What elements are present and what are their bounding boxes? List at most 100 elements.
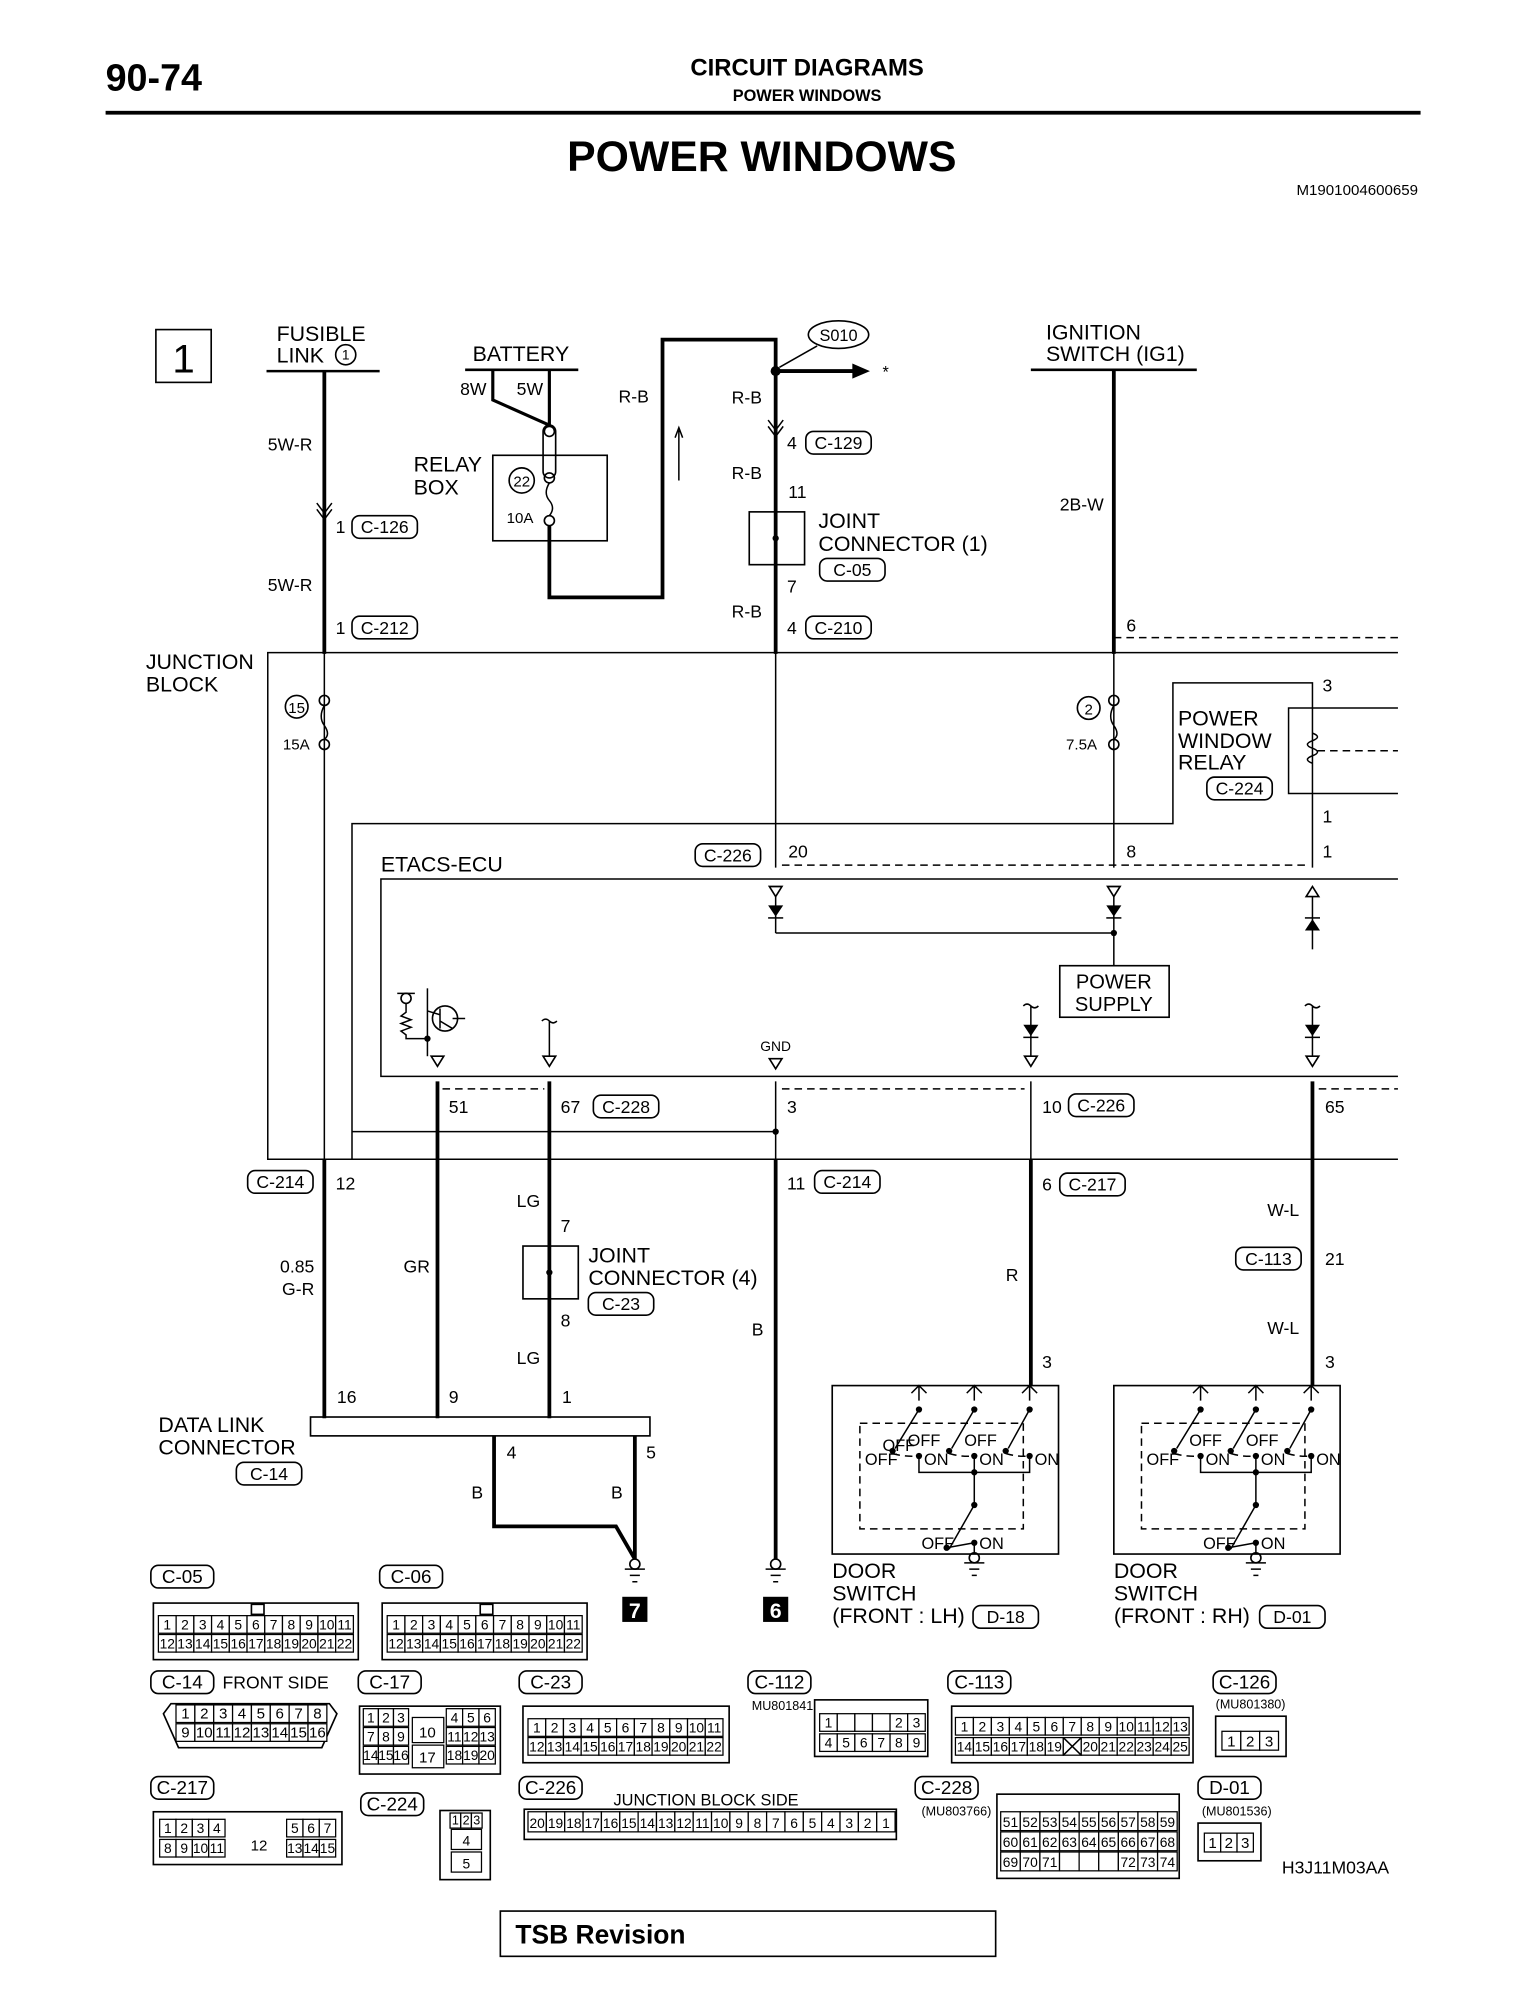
connector-tag xyxy=(150,1775,215,1801)
pin-label: 9 xyxy=(675,1720,683,1736)
pin-label: 2 xyxy=(979,1718,987,1734)
transistor-leads xyxy=(427,1008,466,1030)
door-switch-label: DOOR xyxy=(1114,1559,1178,1583)
pin-label: 2 xyxy=(895,1715,903,1731)
pin-label: 18 xyxy=(566,1815,582,1831)
pin-label: 1 xyxy=(1227,1733,1235,1750)
pin-label: 19 xyxy=(463,1747,479,1763)
pin-label: 63 xyxy=(1062,1834,1078,1850)
switch-state-label: ON xyxy=(924,1451,949,1469)
pin-label: 16 xyxy=(603,1815,619,1831)
wire-size: 0.85 xyxy=(280,1256,314,1276)
pin-number: 7 xyxy=(561,1216,571,1236)
pin-label: 13 xyxy=(1172,1718,1188,1734)
pin-label: 6 xyxy=(483,1710,491,1726)
connector-housing xyxy=(439,1809,492,1881)
fuse-rating: 7.5A xyxy=(1066,736,1098,753)
pin-label: 19 xyxy=(284,1635,300,1651)
pin-cell xyxy=(307,1704,328,1724)
connector-housing xyxy=(152,1810,343,1866)
pin-label: 70 xyxy=(1022,1854,1038,1870)
pin-label: 2 xyxy=(200,1706,208,1723)
pin-label: 4 xyxy=(213,1820,221,1836)
pin-label: 3 xyxy=(1241,1835,1249,1852)
part-number: (MU803766) xyxy=(921,1805,991,1819)
switch-state-label: ON xyxy=(979,1451,1004,1469)
pin-label: 13 xyxy=(658,1815,674,1831)
document-id: M1901004600659 xyxy=(1296,182,1418,199)
pin-label: 16 xyxy=(993,1738,1009,1754)
tsb-revision-label: TSB Revision xyxy=(515,1920,685,1950)
pin-label: 58 xyxy=(1140,1814,1156,1830)
pin-label: 6 xyxy=(622,1720,630,1736)
fuse-number-circle xyxy=(508,467,536,494)
pin-label: 1 xyxy=(181,1706,189,1723)
pin-label: 1 xyxy=(367,1710,375,1726)
pin-cell xyxy=(208,1818,226,1838)
wire-label: W-L xyxy=(1267,1200,1299,1220)
fuse-number: 22 xyxy=(513,474,530,491)
pin-label: 5 xyxy=(1032,1718,1040,1734)
pin-label: 74 xyxy=(1160,1854,1176,1870)
fuse-number-circle xyxy=(1076,695,1101,721)
pin-number: 3 xyxy=(1325,1352,1335,1372)
pin-cell xyxy=(318,1818,337,1838)
pin-label: 3 xyxy=(397,1710,405,1726)
power-supply-label: POWER xyxy=(1076,971,1152,993)
pin-number: 1 xyxy=(336,517,346,537)
pin-label: 20 xyxy=(529,1815,545,1831)
fuse-icon xyxy=(1109,705,1118,741)
connector-tag-c226 xyxy=(694,842,762,868)
junction-block-label: JUNCTION xyxy=(146,650,254,674)
pin-label: 9 xyxy=(397,1728,405,1744)
pin-label: 54 xyxy=(1062,1814,1078,1830)
pin-label: 57 xyxy=(1120,1814,1135,1830)
sheet-number: 1 xyxy=(172,336,194,381)
fusible-link-source: FUSIBLE LINK 1 xyxy=(266,322,380,373)
connector-id: C-23 xyxy=(602,1294,640,1314)
wire-label: LG xyxy=(517,1191,540,1211)
input-icon xyxy=(1304,1055,1321,1068)
pin-number: 9 xyxy=(449,1387,459,1407)
connector-tag xyxy=(518,1670,583,1695)
connector-id: C-224 xyxy=(1216,779,1264,799)
connector-id: C-05 xyxy=(833,560,871,580)
connector-housing xyxy=(522,1705,730,1764)
connector-housing xyxy=(523,1808,898,1841)
wire-label: 8W xyxy=(460,379,487,399)
pin-label: 9 xyxy=(735,1815,743,1831)
pin-cell xyxy=(1156,1811,1178,1832)
connector-id: C-217 xyxy=(157,1777,208,1798)
pin-cell xyxy=(411,1716,445,1744)
wire-label: B xyxy=(752,1319,764,1339)
relay-box-label-2: BOX xyxy=(414,475,459,499)
pin-label: 12 xyxy=(388,1635,403,1651)
wire-label: B xyxy=(471,1483,483,1503)
subsection-title: POWER WINDOWS xyxy=(733,87,882,105)
ground-number: 6 xyxy=(770,1599,782,1623)
pin-label: 12 xyxy=(234,1725,251,1742)
pin-label: 16 xyxy=(309,1725,326,1742)
splice-id: S010 xyxy=(819,327,857,345)
pw-relay-label-2: WINDOW xyxy=(1178,729,1273,753)
diode-icon xyxy=(1023,1024,1039,1037)
pin-label: 8 xyxy=(1086,1718,1094,1734)
fusible-link-number: 1 xyxy=(342,347,350,363)
fusible-link-number-circle xyxy=(334,343,357,366)
terminal xyxy=(543,425,556,438)
ignition-label: IGNITION xyxy=(1046,321,1141,345)
connector-arrow xyxy=(316,502,333,521)
switch-state-label: OFF xyxy=(1147,1451,1180,1469)
fuse-icon xyxy=(320,705,329,741)
pin-label: 2 xyxy=(463,1813,470,1827)
pin-label: 73 xyxy=(1140,1854,1156,1870)
connector-id: C-06 xyxy=(391,1566,432,1587)
pw-relay-label-3: RELAY xyxy=(1178,751,1246,775)
pin-label: 16 xyxy=(230,1635,246,1651)
switch-state-label: ON xyxy=(979,1535,1004,1553)
pin-label: 1 xyxy=(961,1718,969,1734)
